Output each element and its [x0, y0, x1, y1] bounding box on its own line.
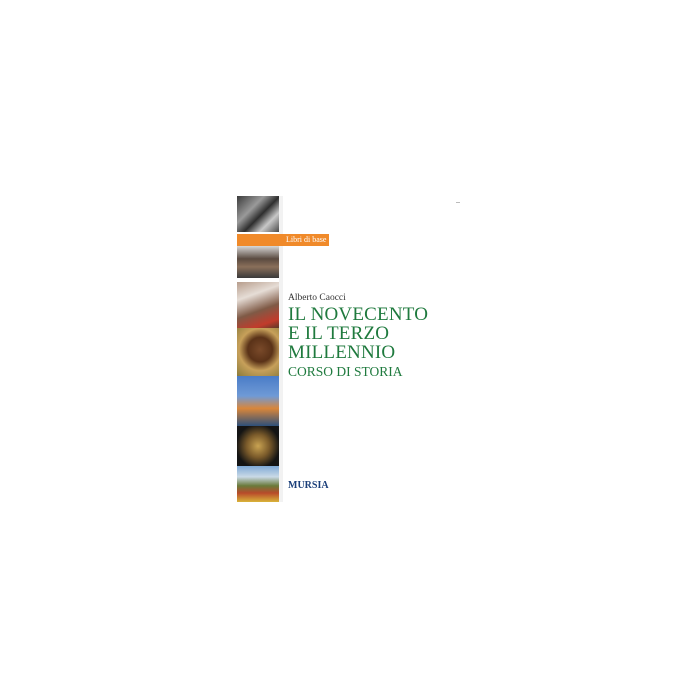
cover-edge-mark [456, 202, 460, 203]
series-badge [237, 234, 329, 246]
book-cover: Libri di base Alberto Caocci IL NOVECENT… [237, 196, 465, 504]
historical-photo-4 [237, 328, 279, 376]
author-name: Alberto Caocci [288, 293, 346, 303]
title-line-2: E IL TERZO [288, 323, 390, 344]
title-line-3: MILLENNIO [288, 342, 396, 363]
title-line-1: IL NOVECENTO [288, 304, 429, 325]
historical-photo-2 [237, 246, 279, 278]
historical-photo-5 [237, 376, 279, 426]
photo-strip [237, 196, 279, 502]
historical-photo-6 [237, 426, 279, 466]
historical-photo-3 [237, 282, 279, 328]
strip-divider [279, 196, 283, 502]
historical-photo-7 [237, 466, 279, 502]
book-subtitle: CORSO DI STORIA [288, 364, 403, 379]
historical-photo-1 [237, 196, 279, 232]
series-badge-label: Libri di base [286, 235, 327, 244]
book-title: IL NOVECENTO E IL TERZO MILLENNIO [288, 305, 458, 362]
publisher-name: MURSIA [288, 480, 329, 491]
